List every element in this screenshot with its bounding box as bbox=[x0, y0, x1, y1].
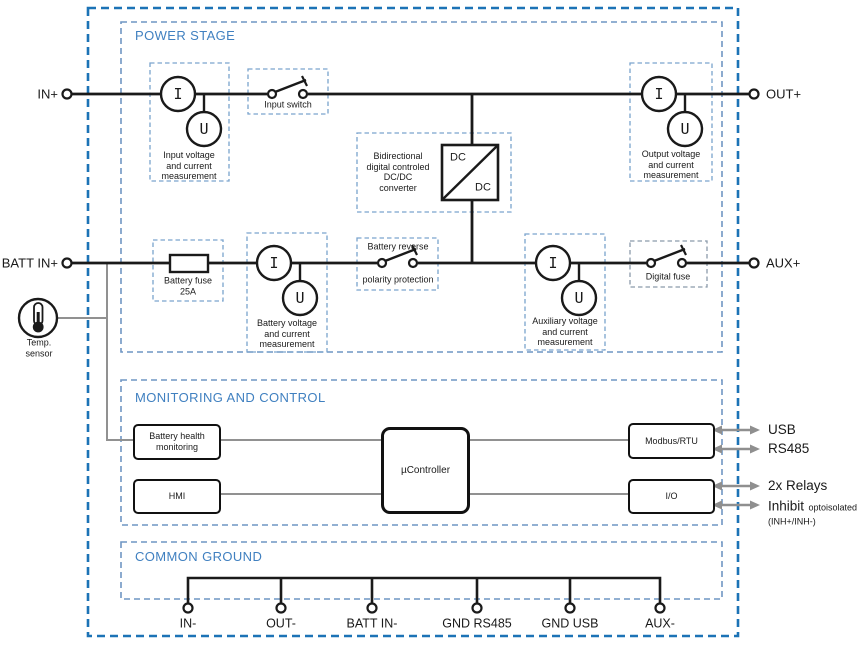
rs485-arrow bbox=[712, 444, 760, 454]
inhibit-pins: (INH+/INH-) bbox=[768, 516, 816, 527]
aux-minus-label: AUX- bbox=[645, 616, 675, 631]
output-current-symbol: I bbox=[654, 85, 664, 104]
dc-bottom-label: DC bbox=[475, 181, 491, 194]
rs485-label: RS485 bbox=[768, 441, 810, 457]
batt-in-minus-label: BATT IN- bbox=[346, 616, 398, 631]
output-voltage-current-meter bbox=[640, 75, 704, 148]
battery-fuse-box bbox=[152, 239, 224, 302]
battery-fuse-label: Battery fuse 25A bbox=[163, 275, 213, 296]
current-meter-circle bbox=[534, 244, 572, 282]
battery-voltage-current-meter bbox=[255, 244, 319, 317]
inhibit-label: Inhibit bbox=[768, 498, 805, 514]
interface-arrows bbox=[712, 425, 760, 510]
common-ground-title: COMMON GROUND bbox=[135, 549, 263, 564]
usb-label: USB bbox=[768, 422, 796, 438]
battery-fuse-icon bbox=[168, 253, 210, 274]
dc-top-label: DC bbox=[450, 151, 466, 164]
relays-label: 2x Relays bbox=[768, 478, 828, 494]
hmi-label: HMI bbox=[168, 491, 186, 502]
current-meter-circle bbox=[640, 75, 678, 113]
ucontroller-label: µController bbox=[400, 464, 451, 476]
input-voltage-symbol: U bbox=[199, 120, 209, 139]
gnd-rs485-label: GND RS485 bbox=[442, 616, 512, 631]
modbus-block: Modbus/RTU bbox=[628, 423, 715, 459]
power-stage-border bbox=[120, 21, 723, 353]
usb-arrow bbox=[712, 425, 760, 435]
out-plus-terminal bbox=[748, 88, 760, 100]
batt-in-plus-label: BATT IN+ bbox=[1, 255, 58, 271]
dcdc-converter-icon bbox=[440, 143, 500, 202]
battery-reverse-label-top: Battery reverse bbox=[367, 241, 429, 252]
hmi-block: HMI bbox=[133, 479, 221, 514]
batt-in-minus-terminal bbox=[366, 602, 378, 614]
input-measurement-label: Input voltage and current measurement bbox=[161, 150, 217, 182]
common-ground-border bbox=[120, 541, 723, 600]
battery-health-block: Battery health monitoring bbox=[133, 424, 221, 460]
input-switch-box bbox=[247, 68, 329, 115]
aux-plus-terminal bbox=[748, 257, 760, 269]
aux-measurement-box bbox=[524, 233, 606, 351]
input-voltage-current-meter bbox=[159, 75, 223, 148]
relays-arrow bbox=[712, 481, 760, 491]
output-measurement-label: Output voltage and current measurement bbox=[641, 149, 701, 181]
in-minus-terminal bbox=[182, 602, 194, 614]
voltage-meter-circle bbox=[281, 279, 319, 317]
batt-in-plus-terminal bbox=[61, 257, 73, 269]
gnd-rs485-terminal bbox=[471, 602, 483, 614]
converter-label: Bidirectional digital controled DC/DC co… bbox=[366, 150, 430, 193]
in-minus-label: IN- bbox=[179, 616, 197, 631]
io-block: I/O bbox=[628, 479, 715, 514]
battery-reverse-switch-icon bbox=[376, 244, 419, 269]
aux-measurement-label: Auxiliary voltage and current measuremen… bbox=[532, 316, 598, 348]
current-meter-circle bbox=[255, 244, 293, 282]
out-minus-label: OUT- bbox=[266, 616, 296, 631]
digital-fuse-switch-icon bbox=[645, 244, 688, 269]
aux-voltage-current-meter bbox=[534, 244, 598, 317]
aux-voltage-symbol: U bbox=[574, 289, 584, 308]
input-switch-icon bbox=[266, 75, 309, 100]
out-plus-label: OUT+ bbox=[766, 86, 802, 102]
inhibit-arrow bbox=[712, 500, 760, 510]
input-measurement-box bbox=[149, 62, 230, 182]
battery-voltage-symbol: U bbox=[295, 289, 305, 308]
voltage-meter-circle bbox=[185, 110, 223, 148]
out-minus-terminal bbox=[275, 602, 287, 614]
aux-minus-terminal bbox=[654, 602, 666, 614]
common-ground-bus bbox=[186, 576, 662, 603]
in-plus-terminal bbox=[61, 88, 73, 100]
aux-current-symbol: I bbox=[548, 254, 558, 273]
input-switch-label: Input switch bbox=[264, 99, 312, 110]
output-measurement-box bbox=[629, 62, 713, 182]
battery-current-symbol: I bbox=[269, 254, 279, 273]
temp-sensor-icon bbox=[17, 297, 59, 339]
monitoring-title: MONITORING AND CONTROL bbox=[135, 390, 326, 405]
system-boundary-border bbox=[86, 6, 740, 638]
aux-plus-label: AUX+ bbox=[766, 255, 801, 271]
control-wires bbox=[57, 264, 628, 495]
battery-measurement-box bbox=[246, 232, 328, 353]
temp-sensor-label: Temp. sensor bbox=[25, 337, 53, 358]
gnd-usb-label: GND USB bbox=[541, 616, 599, 631]
voltage-meter-circle bbox=[560, 279, 598, 317]
component-boxes bbox=[149, 62, 713, 353]
gnd-usb-terminal bbox=[564, 602, 576, 614]
terminal-nodes bbox=[61, 88, 760, 614]
digital-fuse-label: Digital fuse bbox=[645, 271, 691, 282]
battery-measurement-label: Battery voltage and current measurement bbox=[256, 318, 318, 350]
input-current-symbol: I bbox=[173, 85, 183, 104]
power-stage-title: POWER STAGE bbox=[135, 28, 236, 43]
battery-reverse-label-bottom: polarity protection bbox=[362, 274, 434, 285]
ucontroller-block: µController bbox=[381, 427, 470, 514]
current-meter-circle bbox=[159, 75, 197, 113]
inhibit-label-block: Inhibit optoisolated (INH+/INH-) bbox=[768, 496, 857, 527]
in-plus-label: IN+ bbox=[37, 86, 58, 102]
io-label: I/O bbox=[665, 491, 678, 502]
output-voltage-symbol: U bbox=[680, 120, 690, 139]
inhibit-note: optoisolated bbox=[808, 502, 858, 513]
modbus-label: Modbus/RTU bbox=[645, 435, 698, 446]
voltage-meter-circle bbox=[666, 110, 704, 148]
battery-health-label: Battery health monitoring bbox=[149, 431, 205, 452]
converter-box bbox=[356, 132, 512, 213]
